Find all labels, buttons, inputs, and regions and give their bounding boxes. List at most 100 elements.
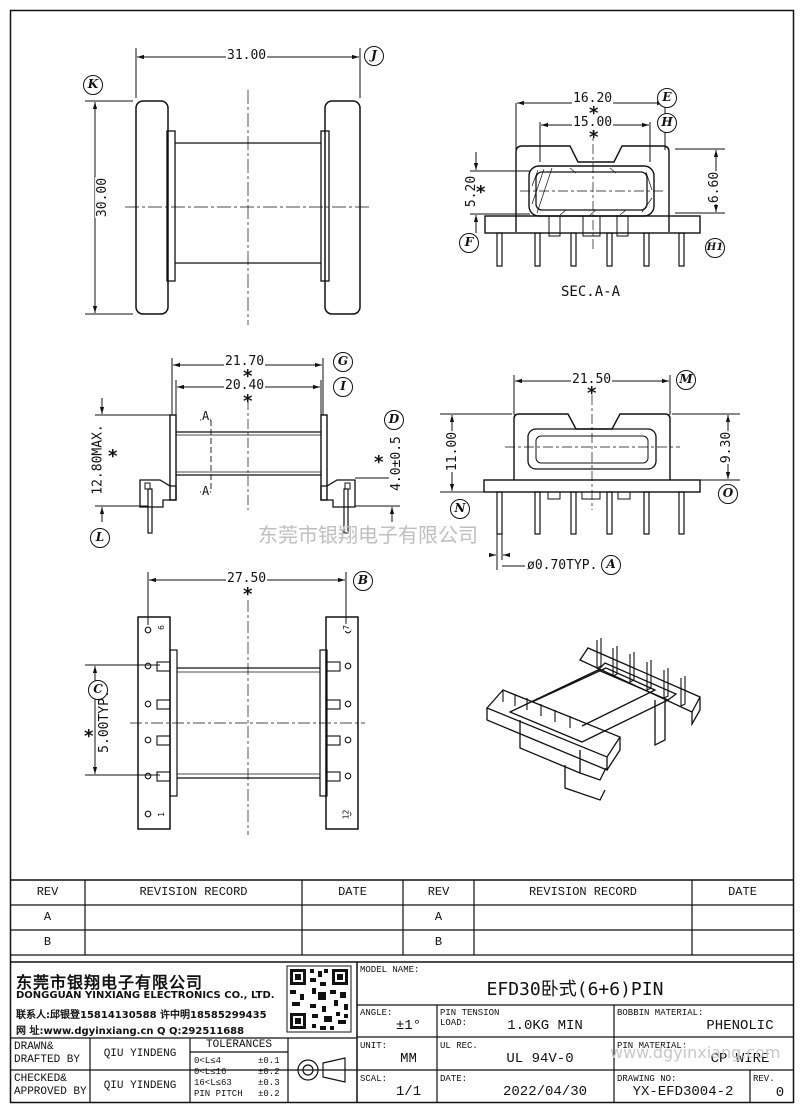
drawn-by-value: QIU YINDENG — [103, 1048, 177, 1060]
model-value: EFD30卧式(6+6)PIN — [486, 979, 664, 1000]
view-top — [85, 48, 370, 325]
table-row-b-rev: B — [43, 935, 52, 949]
rev-label: REV. — [753, 1074, 775, 1084]
section-mark-a-top: A — [201, 409, 211, 423]
critical-mark: * — [243, 366, 253, 387]
balloon-c: C — [88, 680, 108, 700]
critical-mark: * — [476, 182, 486, 203]
table-row-a-rev: A — [43, 910, 52, 924]
company-name-cn: 东莞市银翔电子有限公司 — [16, 973, 204, 992]
tolerance-range-4: PIN PITCH — [194, 1089, 243, 1099]
balloon-n: N — [450, 499, 470, 519]
scale-value: 1/1 — [395, 1084, 422, 1100]
tolerance-value-4: ±0.2 — [258, 1089, 280, 1099]
watermark-url: www.dgyinxiang.com — [610, 1043, 781, 1062]
critical-mark: * — [84, 726, 94, 747]
pin-material-label: PIN MATERIAL: — [617, 1041, 688, 1051]
view-side — [440, 375, 740, 570]
balloon-b: B — [353, 571, 373, 591]
critical-mark: * — [243, 584, 253, 605]
angle-value: ±1° — [395, 1018, 422, 1034]
pin-number-7: 7 — [341, 624, 351, 631]
checked-by-value: QIU YINDENG — [103, 1080, 177, 1092]
rev-value: 0 — [775, 1085, 785, 1101]
balloon-i: I — [333, 377, 353, 397]
dim-21-50: 21.50 — [571, 372, 613, 387]
scale-label: SCAL: — [360, 1074, 388, 1084]
rev-header-1: REV — [36, 885, 59, 899]
qr-pattern — [290, 969, 348, 1030]
balloon-g: G — [333, 352, 353, 372]
balloon-e: E — [657, 88, 677, 108]
unit-value: MM — [400, 1051, 417, 1067]
dim-6-60: 6.60 — [707, 170, 723, 205]
balloon-m: M — [676, 370, 696, 390]
critical-mark: * — [374, 452, 384, 473]
angle-label: ANGLE: — [360, 1008, 393, 1018]
dim-27-50: 27.50 — [226, 571, 268, 586]
tolerance-value-3: ±0.3 — [258, 1078, 280, 1088]
watermark-company: 东莞市银翔电子有限公司 — [258, 523, 478, 547]
dim-11-00: 11.00 — [445, 430, 461, 473]
contact-web-qq: 网 址:www.dgyinxiang.cn Q Q:292511688 — [16, 1026, 245, 1037]
dim-21-70: 21.70 — [224, 354, 266, 369]
dim-30: 30.00 — [95, 176, 111, 219]
company-name-en: DONGGUAN YINXIANG ELECTRONICS CO., LTD. — [16, 990, 275, 1001]
dim-4-0: 4.0±0.5 — [388, 435, 404, 492]
date-value: 2022/04/30 — [502, 1084, 587, 1100]
drawing-no-value: YX-EFD3004-2 — [632, 1084, 734, 1100]
balloon-h1: H1 — [705, 238, 725, 258]
critical-mark: * — [589, 103, 599, 124]
critical-mark: * — [108, 446, 118, 467]
title-block-grid — [10, 962, 793, 1102]
balloon-o: O — [718, 484, 738, 504]
section-mark-a-bottom: A — [201, 484, 211, 498]
tolerance-range-3: 16<L≤63 — [194, 1078, 232, 1088]
dim-9-30: 9.30 — [719, 430, 735, 465]
balloon-d: D — [384, 410, 404, 430]
dim-pin-dia: ø0.70TYP. — [526, 558, 599, 573]
balloon-f: F — [459, 233, 479, 253]
tolerance-range-1: 0<L≤4 — [194, 1056, 222, 1066]
tolerance-value-1: ±0.1 — [258, 1056, 280, 1066]
table-row-a-rev-2: A — [434, 910, 443, 924]
dim-12-80: 12.80MAX. — [90, 423, 106, 496]
revision-record-header-2: REVISION RECORD — [528, 885, 638, 899]
balloon-l: L — [90, 528, 110, 548]
critical-mark: * — [243, 391, 253, 412]
ul-value: UL 94V-0 — [506, 1051, 574, 1067]
bobbin-material-value: PHENOLIC — [706, 1018, 774, 1034]
balloon-h: H — [657, 113, 677, 133]
checked-by-label: CHECKED& APPROVED BY — [14, 1073, 87, 1098]
view-isometric — [485, 638, 701, 801]
section-label: SEC.A-A — [560, 284, 622, 300]
date-label: DATE: — [440, 1074, 468, 1084]
revision-table-grid — [10, 879, 793, 963]
pin-number-12: 12 — [341, 808, 351, 821]
pin-number-1: 1 — [156, 811, 166, 818]
dim-15-00: 15.00 — [572, 115, 614, 130]
unit-label: UNIT: — [360, 1041, 388, 1051]
qr-code — [286, 965, 352, 1033]
view-bottom — [85, 572, 365, 835]
critical-mark: * — [587, 383, 597, 404]
revision-record-header-1: REVISION RECORD — [139, 885, 248, 899]
drawing-no-label: DRAWING NO: — [617, 1074, 677, 1084]
date-header-1: DATE — [338, 885, 367, 899]
critical-mark: * — [589, 127, 599, 148]
balloon-a: A — [601, 555, 621, 575]
tolerance-value-2: ±0.2 — [258, 1067, 280, 1077]
bobbin-material-label: BOBBIN MATERIAL: — [617, 1008, 704, 1018]
dim-16-20: 16.20 — [572, 91, 614, 106]
dim-20-40: 20.40 — [224, 378, 266, 393]
pin-tension-value: 1.0KG MIN — [507, 1018, 583, 1034]
table-row-b-rev-2: B — [434, 935, 443, 949]
date-header-2: DATE — [728, 885, 757, 899]
ul-label: UL REC. — [440, 1041, 478, 1051]
balloon-k: K — [83, 75, 103, 95]
sheet-border — [9, 9, 795, 1104]
contact-phones: 联系人:邱银登15814130588 许中明18585299435 — [16, 1010, 267, 1021]
balloon-j: J — [364, 46, 384, 66]
